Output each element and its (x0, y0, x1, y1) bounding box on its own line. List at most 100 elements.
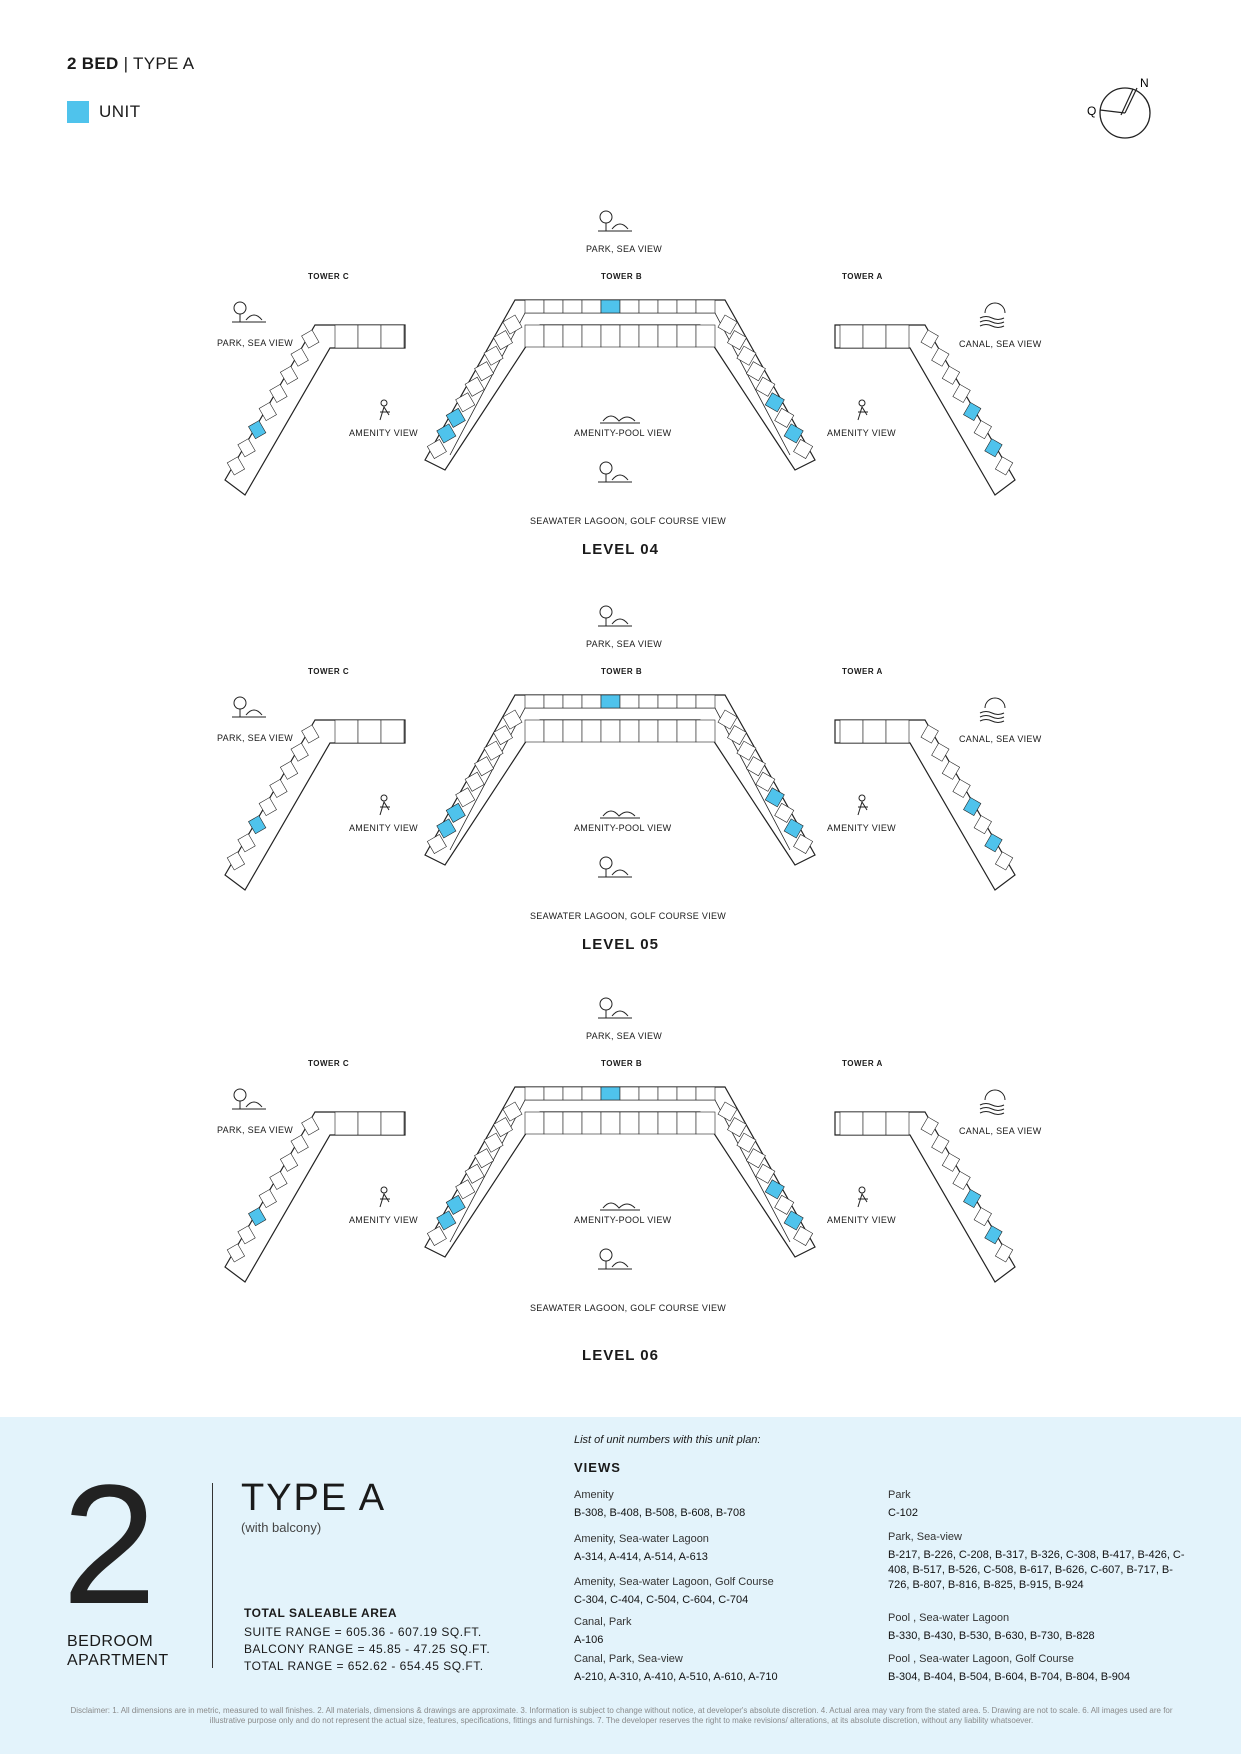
amenity-icon (379, 1186, 390, 1208)
view-group-units: C-102 (888, 1507, 918, 1519)
amenity-icon (857, 794, 868, 816)
plan-type: TYPE A (133, 54, 195, 73)
view-group-units: B-217, B-226, C-208, B-317, B-326, C-308… (888, 1549, 1185, 1591)
view-label-amenity-right: AMENITY VIEW (827, 428, 896, 438)
floor-plan-level-4: PARK, SEA VIEW PARK, SEA VIEW CANAL, SEA V… (0, 205, 1241, 585)
tower-c-plan (224, 324, 406, 496)
view-label-bottom: SEAWATER LAGOON, GOLF COURSE VIEW (530, 516, 727, 526)
pool-view-icon (600, 415, 640, 424)
view-group-name: Canal, Park (574, 1616, 632, 1628)
amenity-icon (379, 794, 390, 816)
view-label-amenity-right: AMENITY VIEW (827, 823, 896, 833)
view-group-units: A-210, A-310, A-410, A-510, A-610, A-710 (574, 1671, 778, 1683)
view-label-amenity-left: AMENITY VIEW (349, 823, 418, 833)
tower-a-plan (834, 719, 1016, 891)
view-label-amenity-left: AMENITY VIEW (349, 428, 418, 438)
legend-label: UNIT (99, 102, 141, 121)
tower-a-plan (834, 1111, 1016, 1283)
view-label-top: PARK, SEA VIEW (586, 639, 663, 649)
summary-panel (0, 1417, 1241, 1754)
bed-count: 2 BED (67, 54, 119, 73)
park-view-icon (232, 1088, 266, 1110)
tower-c-plan (224, 1111, 406, 1283)
view-label-center: AMENITY-POOL VIEW (574, 823, 672, 833)
view-label-right: CANAL, SEA VIEW (959, 734, 1042, 744)
lagoon-view-icon (598, 856, 632, 878)
view-group-units: A-106 (574, 1634, 604, 1646)
view-group-name: Pool , Sea-water Lagoon (888, 1612, 1010, 1624)
bedroom-line2: APARTMENT (67, 1652, 169, 1669)
tower-b-label: TOWER B (601, 1059, 643, 1068)
area-heading: TOTAL SALEABLE AREA (244, 1606, 398, 1620)
legend-swatch (67, 101, 89, 123)
view-group-name: Amenity, Sea-water Lagoon (574, 1533, 709, 1545)
tower-b-label: TOWER B (601, 667, 643, 676)
suite-range: SUITE RANGE = 605.36 - 607.19 SQ.FT. (244, 1625, 482, 1639)
view-label-left: PARK, SEA VIEW (217, 1125, 294, 1135)
tower-a-label: TOWER A (842, 272, 883, 281)
compass-north: N (1140, 76, 1149, 90)
bedroom-count: 2 (62, 1450, 157, 1640)
divider (212, 1483, 213, 1668)
view-label-left: PARK, SEA VIEW (217, 733, 294, 743)
view-label-center: AMENITY-POOL VIEW (574, 1215, 672, 1225)
park-view-icon (598, 210, 632, 232)
lagoon-view-icon (598, 461, 632, 483)
view-label-top: PARK, SEA VIEW (586, 1031, 663, 1041)
view-group-units: A-314, A-414, A-514, A-613 (574, 1551, 708, 1563)
pool-view-icon (600, 810, 640, 819)
view-group-name: Park, Sea-view (888, 1531, 962, 1543)
type-title: TYPE A (241, 1477, 387, 1519)
park-view-icon (232, 301, 266, 323)
tower-a-label: TOWER A (842, 1059, 883, 1068)
view-group-name: Amenity, Sea-water Lagoon, Golf Course (574, 1576, 774, 1588)
view-label-bottom: SEAWATER LAGOON, GOLF COURSE VIEW (530, 1303, 727, 1313)
tower-c-plan (224, 719, 406, 891)
tower-b-label: TOWER B (601, 272, 643, 281)
view-label-center: AMENITY-POOL VIEW (574, 428, 672, 438)
sea-view-icon (979, 1089, 1006, 1115)
total-range: TOTAL RANGE = 652.62 - 654.45 SQ.FT. (244, 1659, 484, 1673)
sea-view-icon (979, 302, 1006, 328)
tower-a-plan (834, 324, 1016, 496)
pool-view-icon (600, 1202, 640, 1211)
view-label-amenity-right: AMENITY VIEW (827, 1215, 896, 1225)
park-view-icon (598, 997, 632, 1019)
views-heading: VIEWS (574, 1460, 621, 1475)
bedroom-line1: BEDROOM (67, 1633, 154, 1650)
view-label-right: CANAL, SEA VIEW (959, 339, 1042, 349)
area-block: TOTAL SALEABLE AREA SUITE RANGE = 605.36… (244, 1605, 490, 1675)
balcony-range: BALCONY RANGE = 45.85 - 47.25 SQ.FT. (244, 1642, 491, 1656)
amenity-icon (379, 399, 390, 421)
view-label-top: PARK, SEA VIEW (586, 244, 663, 254)
floor-plan-level-5: PARK, SEA VIEW PARK, SEA VIEW CANAL, SEA V… (0, 600, 1241, 980)
tower-c-label: TOWER C (308, 1059, 350, 1068)
list-note: List of unit numbers with this unit plan… (574, 1434, 761, 1446)
type-subtitle: (with balcony) (241, 1520, 322, 1535)
view-group-units: B-330, B-430, B-530, B-630, B-730, B-828 (888, 1630, 1095, 1642)
compass-west: Q (1087, 104, 1096, 118)
amenity-icon (857, 1186, 868, 1208)
level-label: LEVEL 04 (582, 541, 659, 558)
tower-b-plan (424, 1086, 816, 1258)
view-group-name: Canal, Park, Sea-view (574, 1653, 683, 1665)
bedroom-label: BEDROOM APARTMENT (67, 1632, 169, 1670)
level-label: LEVEL 05 (582, 936, 659, 953)
view-label-left: PARK, SEA VIEW (217, 338, 294, 348)
lagoon-view-icon (598, 1248, 632, 1270)
view-group-name: Amenity (574, 1489, 614, 1501)
view-group-name: Pool , Sea-water Lagoon, Golf Course (888, 1653, 1074, 1665)
park-view-icon (598, 605, 632, 627)
tower-c-label: TOWER C (308, 667, 350, 676)
legend: UNIT (67, 101, 141, 123)
sea-view-icon (979, 697, 1006, 723)
view-label-bottom: SEAWATER LAGOON, GOLF COURSE VIEW (530, 911, 727, 921)
tower-b-plan (424, 299, 816, 471)
